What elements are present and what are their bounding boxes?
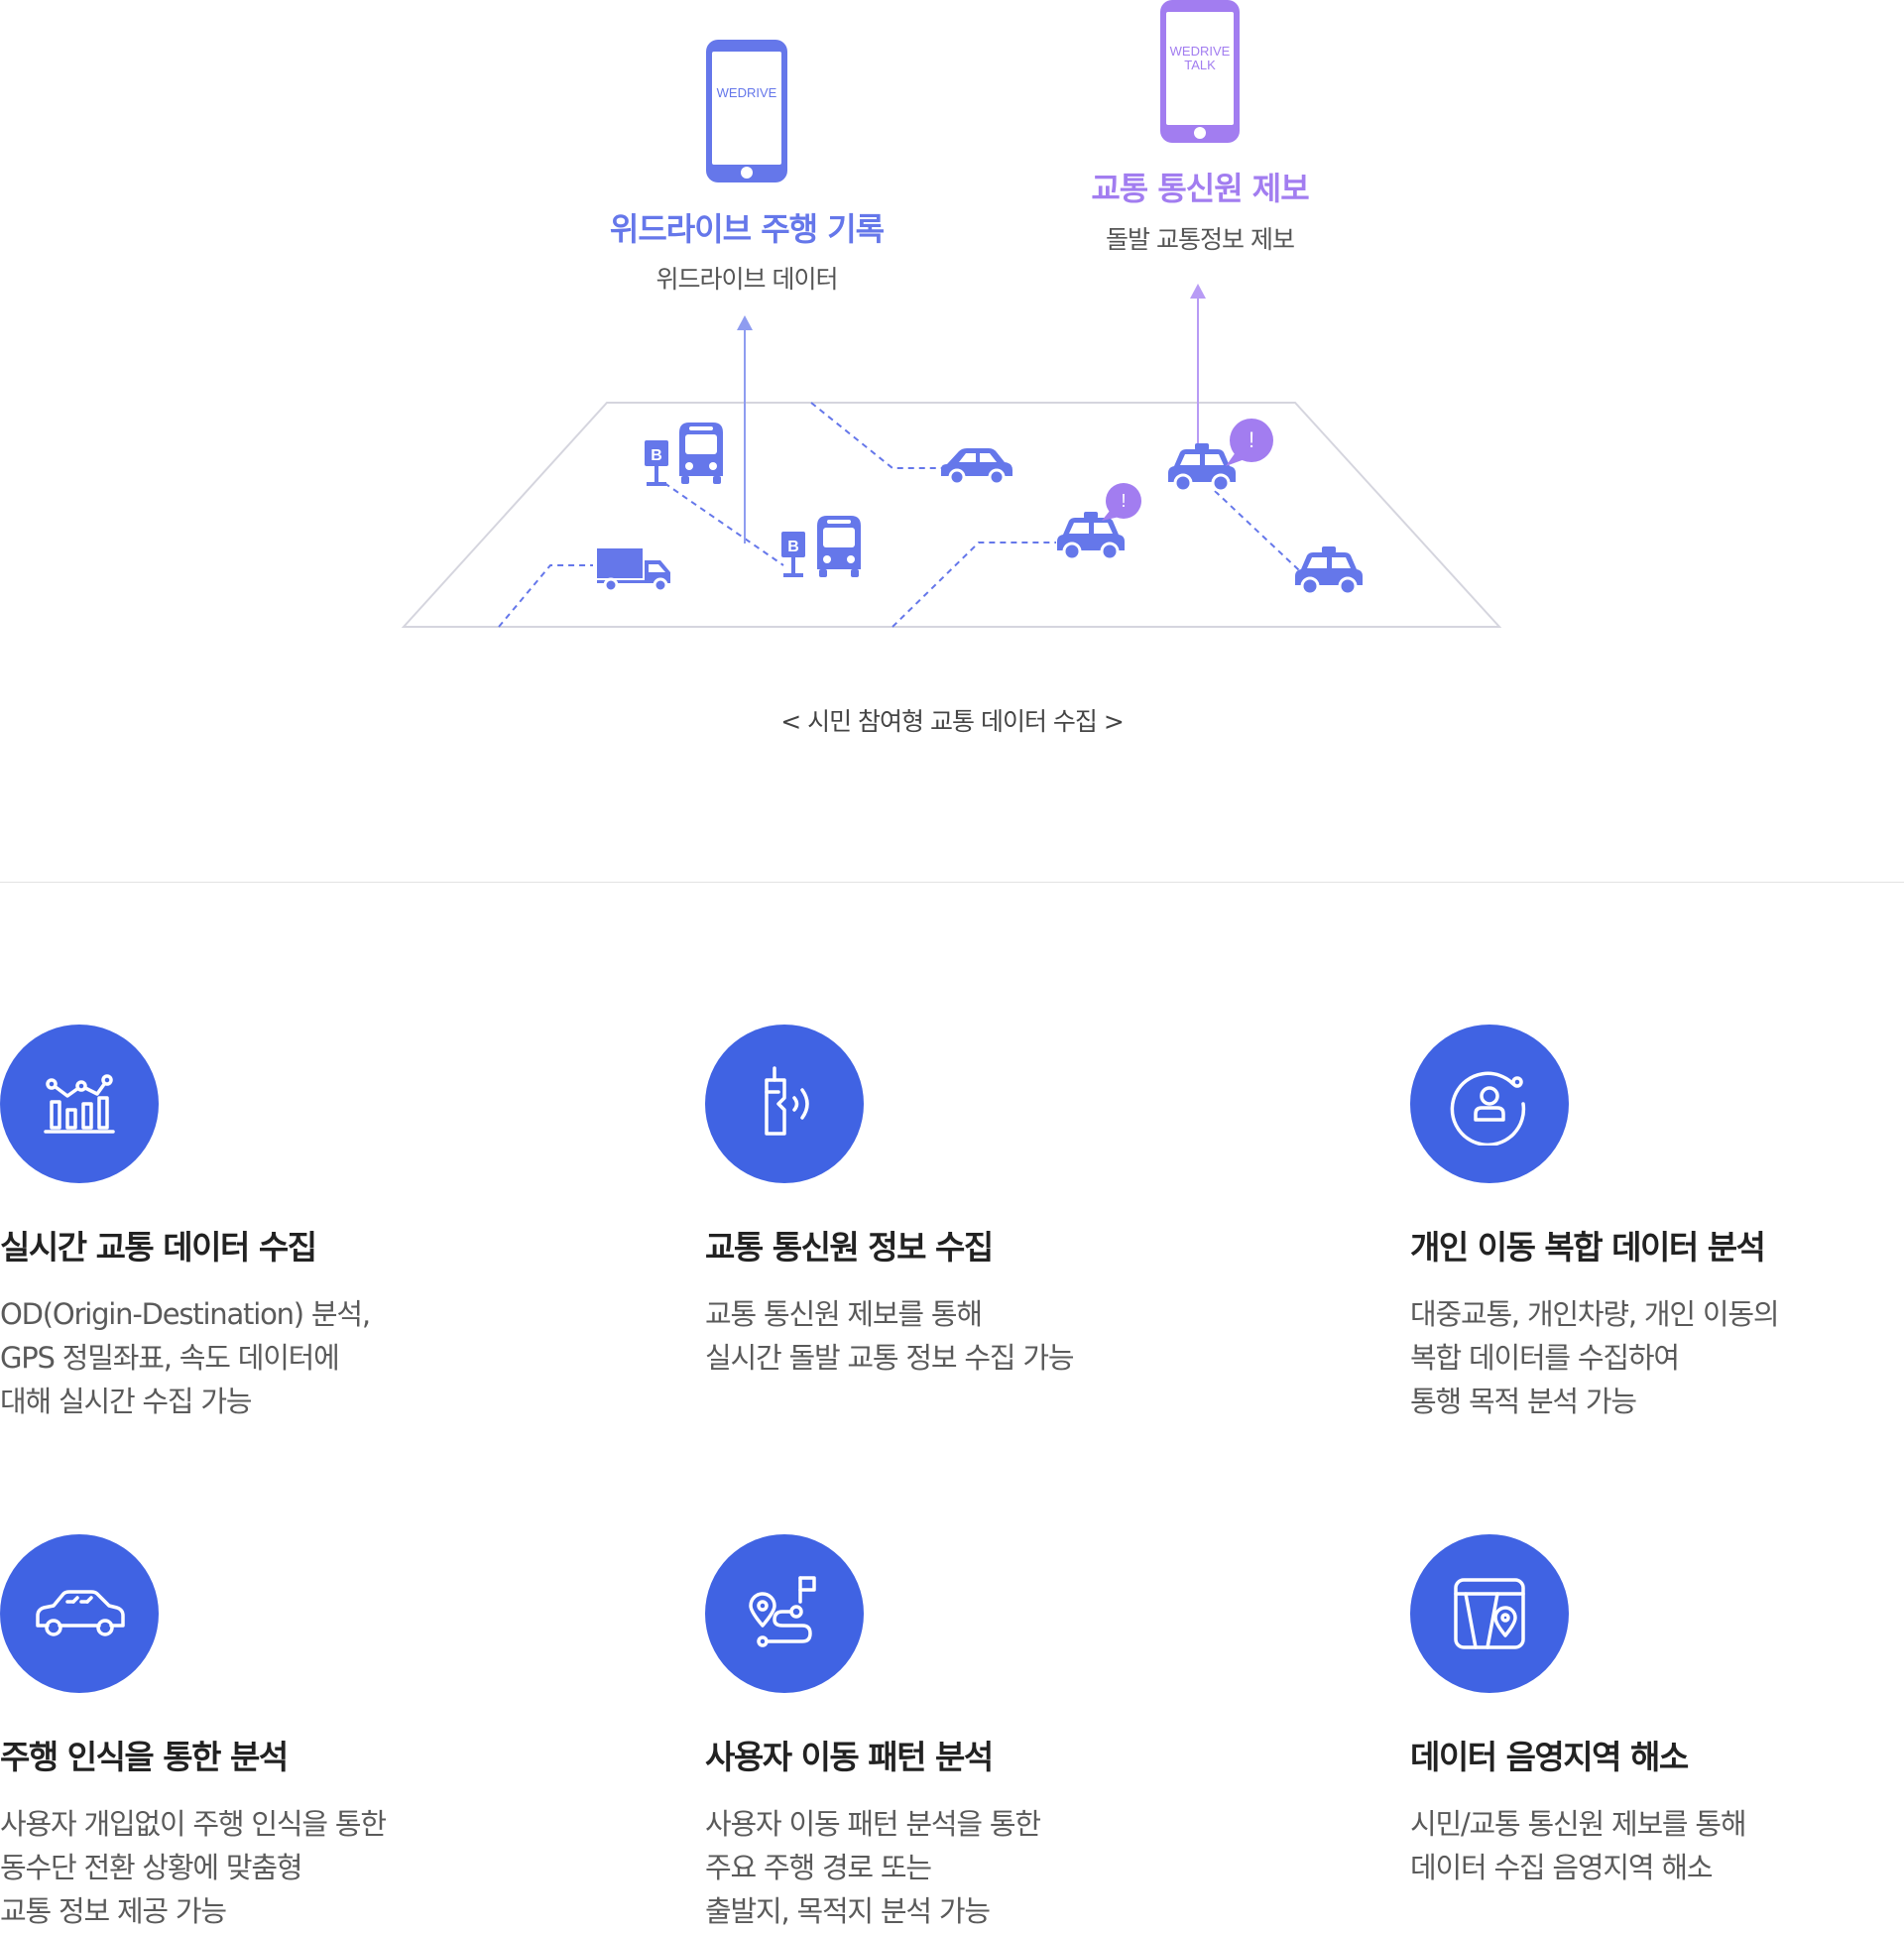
- diagram-caption: < 시민 참여형 교통 데이터 수집 >: [780, 707, 1125, 736]
- map-plane: [401, 402, 1502, 628]
- traffic-collection-diagram: B B !: [0, 0, 1904, 893]
- reporter-title: 교통 통신원 제보: [1091, 170, 1309, 207]
- feature-description-line: 사용자 개입없이 주행 인식을 통한: [0, 1807, 387, 1841]
- feature-icon-circle: [1410, 1025, 1569, 1183]
- alert-bubble-icon: !: [1102, 483, 1141, 521]
- feature-icon-circle: [0, 1025, 159, 1183]
- phone-screen-label: WEDRIVE: [1170, 44, 1231, 59]
- feature-description-line: 출발지, 목적지 분석 가능: [705, 1894, 991, 1928]
- feature-icon-circle: [705, 1025, 864, 1183]
- feature-description-line: GPS 정밀좌표, 속도 데이터에: [0, 1341, 340, 1375]
- feature-title: 실시간 교통 데이터 수집: [0, 1228, 317, 1267]
- truck-icon: [597, 548, 670, 593]
- feature-description-line: 사용자 이동 패턴 분석을 통한: [705, 1807, 1041, 1841]
- feature-description-line: 주요 주행 경로 또는: [705, 1851, 932, 1884]
- feature-description-line: 실시간 돌발 교통 정보 수집 가능: [705, 1341, 1075, 1375]
- feature-driving-recognition: 주행 인식을 통한 분석 사용자 개입없이 주행 인식을 통한 동수단 전환 상…: [0, 1534, 615, 1933]
- feature-description-line: 교통 정보 제공 가능: [0, 1894, 227, 1928]
- feature-icon-circle: [0, 1534, 159, 1693]
- feature-description-line: 동수단 전환 상황에 맞춤형: [0, 1851, 303, 1884]
- bus-icon: [817, 516, 861, 577]
- user-target-icon: [1450, 1071, 1526, 1146]
- feature-shadow-area: 데이터 음영지역 해소 시민/교통 통신원 제보를 통해 데이터 수집 음영지역…: [1410, 1534, 1904, 1889]
- feature-title: 사용자 이동 패턴 분석: [705, 1738, 994, 1776]
- feature-realtime-collection: 실시간 교통 데이터 수집 OD(Origin-Destination) 분석,…: [0, 1025, 615, 1423]
- upload-arrows: [737, 284, 1206, 544]
- wedrive-talk-phone-icon: WEDRIVE TALK: [1160, 0, 1240, 143]
- feature-description-line: 데이터 수집 음영지역 해소: [1410, 1851, 1714, 1884]
- phone-screen-label: WEDRIVE: [717, 85, 777, 100]
- feature-description: 교통 통신원 제보를 통해 실시간 돌발 교통 정보 수집 가능: [705, 1292, 1320, 1380]
- bus-stop-letter: B: [787, 539, 799, 555]
- reporter-subtitle: 돌발 교통정보 제보: [1106, 225, 1295, 254]
- feature-description-line: 시민/교통 통신원 제보를 통해: [1410, 1807, 1747, 1841]
- map-pin-icon: [1454, 1578, 1525, 1649]
- feature-personal-mobility: 개인 이동 복합 데이터 분석 대중교통, 개인차량, 개인 이동의 복합 데이…: [1410, 1025, 1904, 1423]
- feature-description: 대중교통, 개인차량, 개인 이동의 복합 데이터를 수집하여 통행 목적 분석…: [1410, 1292, 1904, 1423]
- route-lines: [498, 402, 1300, 628]
- walkie-talkie-icon: [765, 1066, 809, 1136]
- feature-description-line: 교통 통신원 제보를 통해: [705, 1297, 983, 1331]
- feature-movement-pattern: 사용자 이동 패턴 분석 사용자 이동 패턴 분석을 통한 주요 주행 경로 또…: [705, 1534, 1320, 1933]
- feature-description-line: 통행 목적 분석 가능: [1410, 1385, 1637, 1418]
- feature-title: 교통 통신원 정보 수집: [705, 1228, 994, 1267]
- alert-bubble-icon: !: [1226, 419, 1273, 466]
- feature-description: OD(Origin-Destination) 분석, GPS 정밀좌표, 속도 …: [0, 1292, 615, 1423]
- chart-analytics-icon: [44, 1074, 115, 1134]
- feature-description-line: OD(Origin-Destination) 분석,: [0, 1297, 371, 1331]
- car-icon: [941, 448, 1012, 486]
- wedrive-record-title: 위드라이브 주행 기록: [609, 210, 885, 248]
- feature-icon-circle: [705, 1534, 864, 1693]
- bus-stop-letter: B: [651, 447, 662, 464]
- bus-stop-icon: B: [645, 440, 668, 486]
- wedrive-record-subtitle: 위드라이브 데이터: [655, 265, 839, 294]
- feature-title: 개인 이동 복합 데이터 분석: [1410, 1228, 1766, 1267]
- car-icon: [36, 1590, 125, 1636]
- feature-description-line: 대중교통, 개인차량, 개인 이동의: [1410, 1297, 1780, 1331]
- wedrive-phone-icon: WEDRIVE: [706, 40, 787, 182]
- phone-screen-label: TALK: [1184, 58, 1216, 72]
- bus-icon: [679, 423, 723, 484]
- section-divider: [0, 882, 1904, 883]
- feature-description: 시민/교통 통신원 제보를 통해 데이터 수집 음영지역 해소: [1410, 1802, 1904, 1889]
- feature-description-line: 대해 실시간 수집 가능: [0, 1385, 253, 1418]
- alert-mark: !: [1121, 491, 1126, 511]
- diagram-graphic: B B !: [401, 0, 1502, 628]
- feature-title: 주행 인식을 통한 분석: [0, 1738, 289, 1776]
- feature-icon-circle: [1410, 1534, 1569, 1693]
- feature-title: 데이터 음영지역 해소: [1410, 1738, 1689, 1776]
- feature-description-line: 복합 데이터를 수집하여: [1410, 1341, 1680, 1375]
- feature-description: 사용자 개입없이 주행 인식을 통한 동수단 전환 상황에 맞춤형 교통 정보 …: [0, 1802, 615, 1933]
- feature-reporter-collection: 교통 통신원 정보 수집 교통 통신원 제보를 통해 실시간 돌발 교통 정보 …: [705, 1025, 1320, 1380]
- bus-stop-icon: B: [781, 532, 805, 577]
- route-pattern-icon: [749, 1576, 816, 1647]
- alert-mark: !: [1249, 427, 1254, 452]
- feature-description: 사용자 이동 패턴 분석을 통한 주요 주행 경로 또는 출발지, 목적지 분석…: [705, 1802, 1320, 1933]
